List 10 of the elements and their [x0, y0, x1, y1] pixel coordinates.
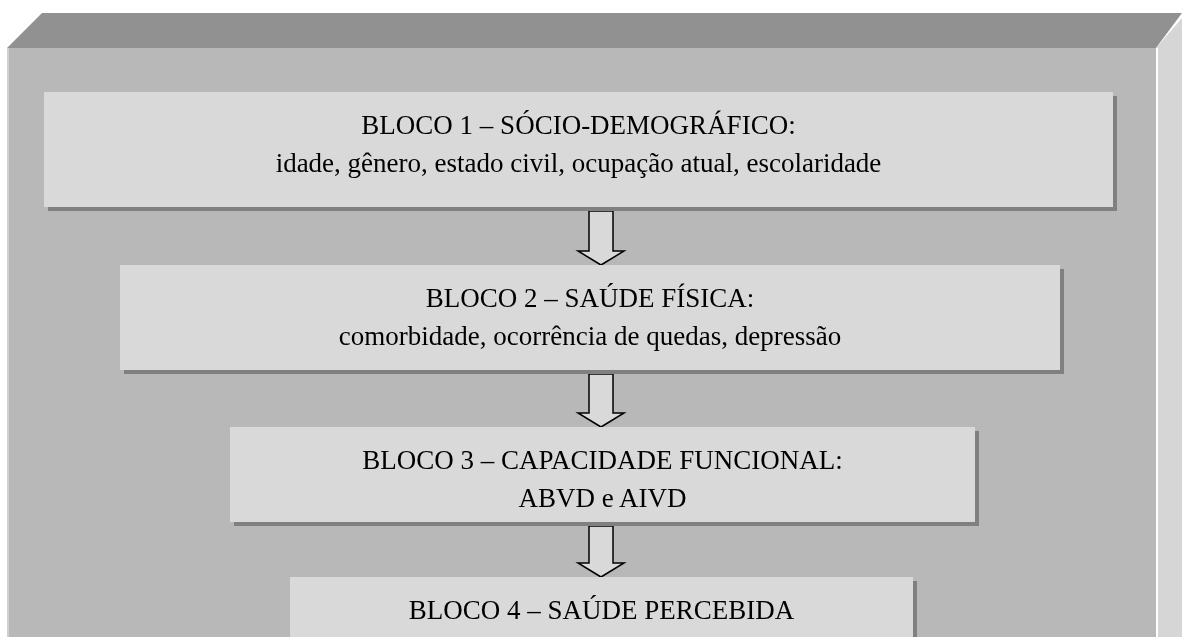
block-arrow: [575, 373, 627, 428]
block-items: ABVD e AIVD: [518, 482, 687, 515]
block-heading: BLOCO 4 – SAÚDE PERCEBIDA: [408, 594, 795, 627]
block-heading: BLOCO 3 – CAPACIDADE FUNCIONAL:: [362, 444, 843, 477]
block-heading: BLOCO 1 – SÓCIO-DEMOGRÁFICO:: [361, 109, 796, 142]
block-arrow: [575, 210, 627, 266]
block-items: comorbidade, ocorrência de quedas, depressão: [338, 320, 842, 353]
block-arrow: [575, 525, 627, 578]
block-heading: BLOCO 2 – SAÚDE FÍSICA:: [425, 282, 755, 315]
block-items: idade, gênero, estado civil, ocupação atual, escolaridade: [275, 147, 882, 180]
